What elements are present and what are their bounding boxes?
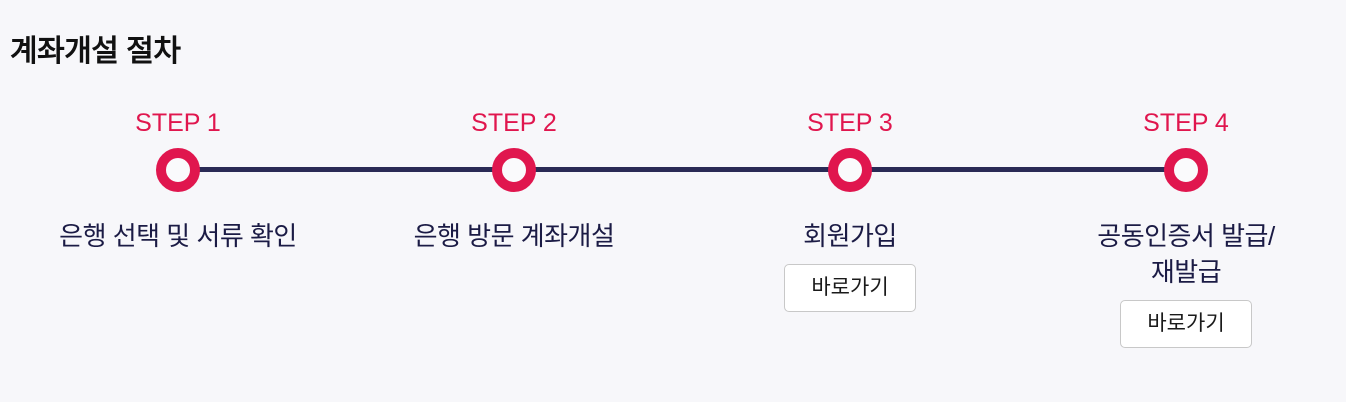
step-3-circle-icon	[828, 148, 872, 192]
step-item-3: STEP 3 회원가입 바로가기	[682, 108, 1018, 312]
step-2-label: STEP 2	[471, 109, 557, 137]
step-4-circle-icon	[1164, 148, 1208, 192]
step-4-label: STEP 4	[1143, 109, 1229, 137]
step-item-4: STEP 4 공동인증서 발급/ 재발급 바로가기	[1018, 108, 1346, 348]
step-3-label: STEP 3	[807, 109, 893, 137]
steps-row: STEP 1 은행 선택 및 서류 확인 STEP 2 은행 방문 계좌개설 S…	[10, 108, 1346, 348]
step-3-shortcut-button[interactable]: 바로가기	[784, 264, 916, 312]
step-1-label: STEP 1	[135, 109, 221, 137]
step-1-description: 은행 선택 및 서류 확인	[59, 221, 297, 251]
step-4-shortcut-button[interactable]: 바로가기	[1120, 300, 1252, 348]
step-2-description: 은행 방문 계좌개설	[413, 221, 615, 251]
step-2-circle-icon	[492, 148, 536, 192]
step-item-2: STEP 2 은행 방문 계좌개설	[346, 108, 682, 254]
step-item-1: STEP 1 은행 선택 및 서류 확인	[10, 108, 346, 254]
step-4-description: 공동인증서 발급/ 재발급	[1097, 221, 1275, 287]
connector-line	[178, 167, 1186, 172]
page-title: 계좌개설 절차	[10, 35, 181, 68]
step-3-description: 회원가입	[803, 221, 897, 251]
step-1-circle-icon	[156, 148, 200, 192]
